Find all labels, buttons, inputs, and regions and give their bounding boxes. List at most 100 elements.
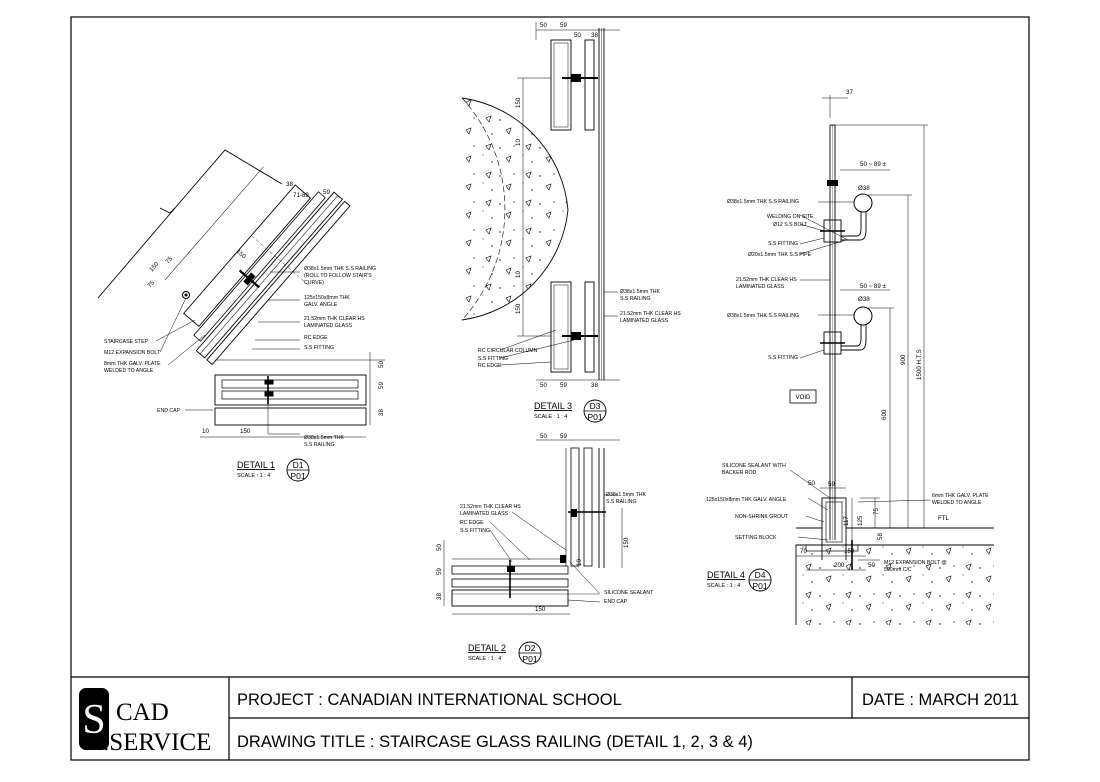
note: Ø20x1.5mm THK S.S PIPE [748, 252, 812, 258]
detail-ref-top: D2 [525, 643, 536, 653]
note: SETTING BLOCK [735, 535, 777, 541]
note: Ø38x1.5mm THK S.S RAILING [727, 313, 799, 319]
note: END CAP [157, 408, 181, 414]
dim-text: 150 [535, 606, 546, 613]
note: BACKER ROD [722, 470, 757, 476]
note: SILICONE SEALANT [604, 590, 654, 596]
void-label: VOID [796, 395, 811, 401]
note: Ø38x1.5mm THK [304, 435, 345, 441]
title-block: S CAD .SERVICE PROJECT : CANADIAN INTERN… [71, 676, 1029, 760]
dim-text: Ø38 [858, 296, 870, 303]
dim-text: 59 [323, 189, 330, 196]
detail-ref-bottom: P01 [752, 581, 767, 591]
detail-3: 50 59 50 38 150 10 10 150 50 59 38 Ø38x1… [461, 22, 681, 423]
note: S.S FITTING [460, 528, 490, 534]
note: Ø38x1.5mm THK [620, 289, 661, 295]
dim-text: 38 [591, 32, 598, 39]
note: CURVE) [304, 280, 324, 286]
note: LAMINATED GLASS [620, 318, 669, 324]
dim-text: 10 [202, 428, 209, 435]
note: S.S RAILING [606, 499, 637, 505]
dim-text: 10 [515, 271, 522, 278]
note: NON-SHRINK GROUT [735, 514, 789, 520]
detail-scale: SCALE : 1 : 4 [534, 414, 567, 420]
note: 21.52mm THK CLEAR HS [304, 316, 365, 322]
dim-text: 38 [436, 593, 443, 600]
dim-text: 117 [843, 516, 850, 526]
note: M12 EXPANSION BOLT @ [884, 560, 947, 566]
note: S.S FITTING [304, 345, 334, 351]
sheet-border [70, 16, 1030, 761]
note: Ø38x1.5mm THK S.S RAILING [727, 199, 799, 205]
detail-scale: SCALE : 1 : 4 [468, 656, 501, 662]
note: 6mm THK GALV. PLATE [932, 493, 989, 499]
note: WELDED TO ANGLE [932, 500, 982, 506]
note: RC EDGE [478, 363, 502, 369]
logo-text: CAD [116, 699, 169, 726]
detail-1-plan [200, 352, 385, 438]
dim-text: 50 ~ 89 ± [860, 283, 887, 290]
dim-text: 50 [808, 480, 815, 487]
detail-ref-top: D3 [590, 401, 601, 411]
logo-mark [79, 688, 109, 750]
note: 21.52mm THK CLEAR HS [736, 277, 797, 283]
dim-text: 59 [828, 481, 835, 488]
note: RC CIRCULAR COLUMN [478, 348, 538, 354]
note: WELDING ON SITE [767, 214, 814, 220]
note: RC EDGE [460, 520, 484, 526]
note: (ROLL TO FOLLOW STAIR'S [304, 273, 372, 279]
dim-text: 50 [574, 32, 581, 39]
note: S.S RAILING [620, 296, 651, 302]
detail-2: 50 59 150 10 50 59 38 150 21.52mm THK CL… [436, 433, 654, 665]
note: GALV. ANGLE [304, 302, 338, 308]
dim-text: 150 [148, 261, 160, 274]
dim-text: Ø38 [858, 185, 870, 192]
note: END CAP [604, 599, 628, 605]
note: S.S FITTING [768, 241, 798, 247]
dim-text: 58 [877, 533, 884, 540]
dim-text: 50 [868, 562, 875, 569]
dim-text: 50 [540, 22, 547, 29]
note: LAMINATED GLASS [304, 323, 353, 329]
dim-text: 71-89 [293, 192, 309, 199]
dim-text: 75 [146, 279, 156, 289]
detail-4: 37 50 ~ 89 ± Ø38 50 ~ 89 ± Ø38 900 1500 … [706, 89, 994, 625]
note: STAIRCASE STEP [104, 339, 149, 345]
detail-ref-bottom: P01 [290, 471, 305, 481]
dim-text: 59 [560, 433, 567, 440]
note: LAMINATED GLASS [460, 511, 509, 517]
dim-text: 38 [286, 181, 293, 188]
dim-text: 38 [591, 382, 598, 389]
dim-text: 75 [873, 508, 880, 515]
dim-text: 59 [436, 568, 443, 575]
logo-text: .SERVICE [103, 729, 211, 756]
note: SILICONE SEALANT WITH [722, 463, 786, 469]
concrete-slab [796, 545, 994, 625]
note: Ø12 S.S BOLT [773, 222, 808, 228]
dim-text: 200 [834, 562, 845, 569]
note: S.S RAILING [304, 442, 335, 448]
note: 500mm C/C [884, 567, 912, 573]
detail-title: DETAIL 3 [534, 401, 572, 411]
dim-text: FTL [938, 515, 950, 522]
staircase-outline [174, 149, 283, 209]
dim-text: 38 [378, 409, 385, 416]
note: S.S FITTING [768, 355, 798, 361]
dim-text: 50 [540, 433, 547, 440]
handrail-lower [853, 306, 873, 326]
note: M12 EXPANSION BOLT [104, 350, 161, 356]
detail-title: DETAIL 4 [707, 570, 745, 580]
drawing-date: DATE : MARCH 2011 [862, 691, 1019, 709]
note: S.S FITTING [478, 356, 508, 362]
dim-text: 59 [560, 22, 567, 29]
dim-text: 150 [844, 548, 855, 555]
note: 21.52mm THK CLEAR HS [460, 504, 521, 510]
dim-text: 1500 H.T.S [916, 349, 923, 380]
detail-title: DETAIL 1 [237, 460, 275, 470]
detail-ref-bottom: P01 [587, 412, 602, 422]
detail-1: 38 71-89 59 150 150 75 75 Ø38x1.5mm THK … [97, 149, 385, 482]
dim-text: 150 [515, 303, 522, 314]
drawing-title: DRAWING TITLE : STAIRCASE GLASS RAILING … [237, 733, 753, 751]
void-label-box [789, 389, 817, 404]
